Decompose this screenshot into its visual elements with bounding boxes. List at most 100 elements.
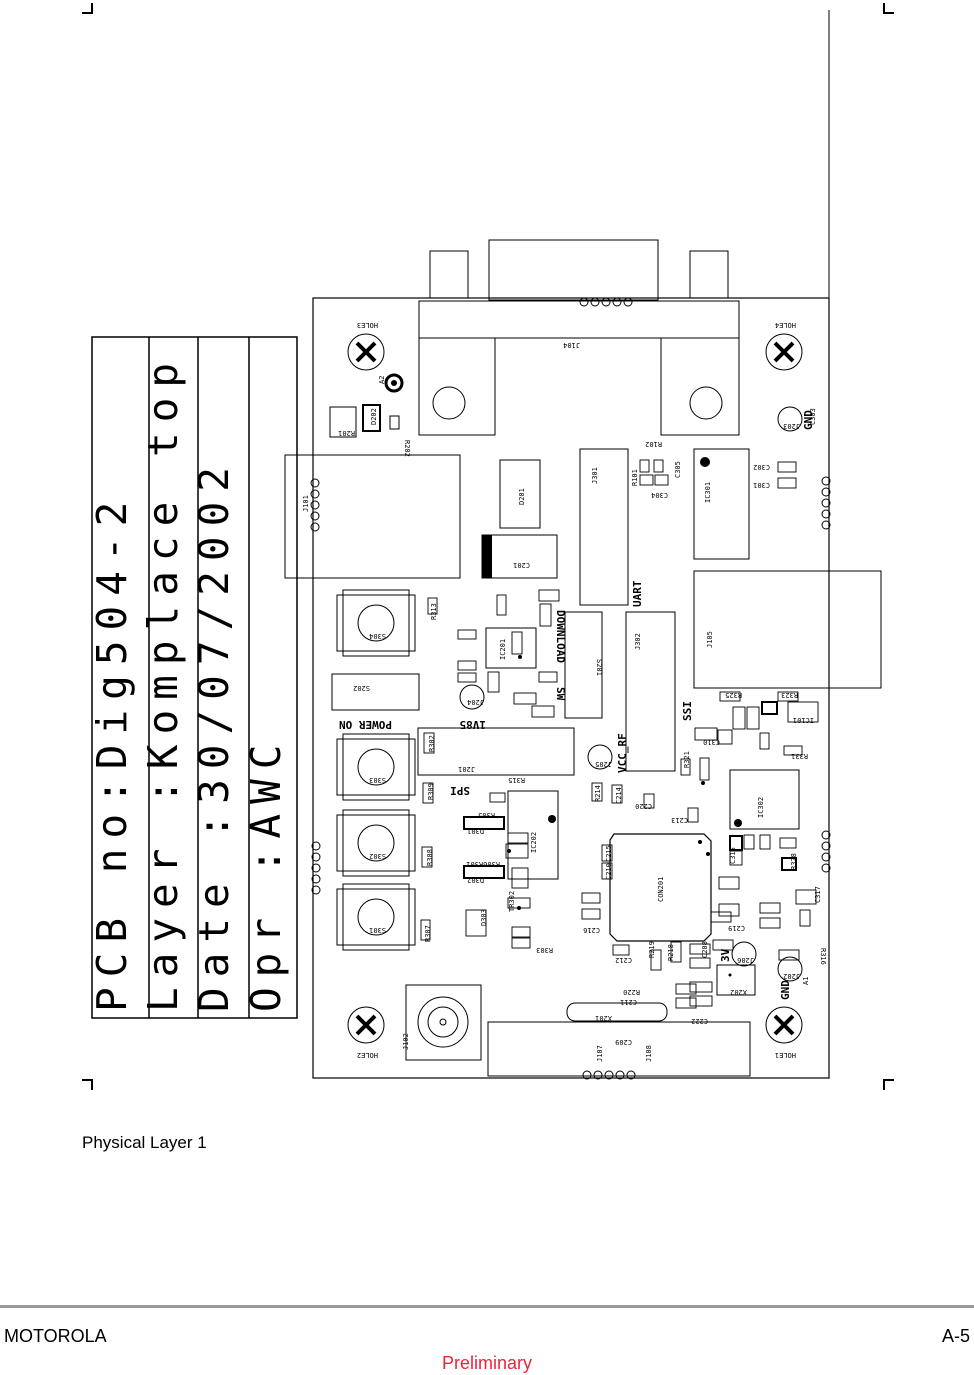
svg-text:R328: R328 — [790, 853, 798, 870]
svg-text:J205: J205 — [595, 760, 612, 768]
label-gnd-top: GND — [802, 410, 815, 430]
svg-text:S302: S302 — [369, 852, 386, 860]
svg-text:J108: J108 — [645, 1045, 653, 1062]
svg-text:S304: S304 — [369, 632, 386, 640]
svg-text:A2: A2 — [378, 376, 386, 384]
svg-text:R316: R316 — [819, 948, 827, 965]
svg-text:R303: R303 — [536, 946, 553, 954]
svg-text:HOLE4: HOLE4 — [775, 321, 796, 329]
svg-text:HOLE1: HOLE1 — [775, 1051, 796, 1059]
svg-text:R325: R325 — [725, 691, 742, 699]
svg-text:J301: J301 — [591, 467, 599, 484]
svg-text:IC301: IC301 — [704, 482, 712, 503]
label-vcc-rf: VCC_RF — [616, 733, 629, 773]
svg-text:HOLE3: HOLE3 — [357, 321, 378, 329]
svg-text:R313: R313 — [430, 603, 438, 620]
svg-text:D303: D303 — [480, 909, 488, 926]
svg-text:R214: R214 — [594, 785, 602, 802]
svg-text:S303: S303 — [369, 776, 386, 784]
label-3v: 3V — [719, 948, 732, 962]
svg-text:C215: C215 — [605, 845, 613, 862]
svg-text:J202: J202 — [783, 972, 800, 980]
label-spi: SPI — [450, 784, 470, 797]
pcb-layout-drawing: PCB no:Dig504-2 Layer :Komplace top Date… — [82, 3, 894, 1090]
label-download: DOWNLOAD — [554, 610, 567, 663]
switch-s304 — [336, 589, 416, 657]
connector-j105 — [693, 570, 882, 689]
svg-text:C214: C214 — [615, 787, 623, 804]
svg-text:R321: R321 — [683, 751, 691, 768]
svg-text:C211: C211 — [620, 998, 637, 1006]
connector-j201 — [417, 727, 575, 776]
connector-j302 — [625, 611, 676, 772]
svg-text:D202: D202 — [370, 408, 378, 425]
svg-text:R201: R201 — [338, 429, 355, 437]
connector-j301 — [579, 448, 629, 606]
info-line-opr: Opr :AWC — [242, 735, 290, 1012]
svg-text:C315: C315 — [729, 847, 737, 864]
svg-text:R102: R102 — [645, 440, 662, 448]
svg-text:R323: R323 — [781, 691, 798, 699]
svg-text:C302: C302 — [753, 463, 770, 471]
svg-text:R315: R315 — [508, 776, 525, 784]
svg-text:C220: C220 — [635, 802, 652, 810]
svg-text:C222: C222 — [691, 1017, 708, 1025]
svg-text:S301: S301 — [369, 926, 386, 934]
connector-j101 — [284, 454, 461, 579]
connector-j102 — [405, 984, 482, 1061]
ic-ic201 — [485, 627, 537, 669]
svg-text:R309: R309 — [427, 783, 435, 800]
svg-text:J105: J105 — [706, 631, 714, 648]
info-line-layer: Layer :Komplace top — [139, 353, 187, 1012]
svg-text:C212: C212 — [615, 956, 632, 964]
svg-text:R302: R302 — [428, 735, 436, 752]
svg-text:C216: C216 — [583, 926, 600, 934]
svg-text:J101: J101 — [302, 495, 310, 512]
svg-text:J104: J104 — [563, 341, 580, 349]
svg-text:C208: C208 — [701, 941, 709, 958]
svg-text:IC201: IC201 — [499, 639, 507, 660]
figure-caption: Physical Layer 1 — [82, 1133, 207, 1152]
switch-s301 — [336, 883, 416, 951]
svg-text:C219: C219 — [728, 924, 745, 932]
svg-text:X202: X202 — [730, 988, 747, 996]
svg-text:C304: C304 — [651, 491, 668, 499]
svg-text:D301: D301 — [467, 827, 484, 835]
footer-rule — [0, 1305, 974, 1308]
svg-text:C317: C317 — [814, 886, 822, 903]
svg-text:R305: R305 — [478, 811, 495, 819]
svg-text:J302: J302 — [634, 633, 642, 650]
svg-text:C301: C301 — [753, 481, 770, 489]
label-gnd-bottom: GND — [779, 980, 792, 1000]
switch-s303 — [336, 733, 416, 801]
svg-text:R219: R219 — [648, 941, 656, 958]
footer-company: MOTOROLA — [4, 1326, 107, 1346]
svg-text:A1: A1 — [802, 977, 810, 985]
svg-text:IC202: IC202 — [530, 832, 538, 853]
svg-text:J201: J201 — [458, 765, 475, 773]
svg-text:J204: J204 — [467, 698, 484, 706]
connector-j104 — [418, 239, 740, 436]
ic-ic302 — [729, 769, 800, 830]
svg-text:X201: X201 — [595, 1014, 612, 1022]
svg-text:R218: R218 — [667, 944, 675, 961]
svg-text:TR302: TR302 — [508, 891, 516, 912]
svg-text:R202: R202 — [403, 440, 411, 457]
svg-text:C213: C213 — [671, 816, 688, 824]
svg-text:J102: J102 — [402, 1033, 410, 1050]
label-1v85: 1V85 — [460, 718, 487, 731]
svg-text:R220: R220 — [623, 988, 640, 996]
svg-text:CON201: CON201 — [657, 877, 665, 902]
svg-text:HOLE2: HOLE2 — [357, 1051, 378, 1059]
svg-text:C305: C305 — [674, 461, 682, 478]
svg-text:C310: C310 — [703, 738, 720, 746]
svg-text:C210: C210 — [605, 863, 613, 880]
svg-text:C303: C303 — [809, 408, 817, 425]
svg-text:J203: J203 — [783, 422, 800, 430]
ic-con201 — [609, 833, 712, 942]
svg-text:D302: D302 — [467, 876, 484, 884]
label-ssi: SSI — [681, 701, 694, 721]
svg-text:S202: S202 — [353, 684, 370, 692]
svg-text:J206: J206 — [737, 956, 754, 964]
svg-text:R307: R307 — [424, 925, 432, 942]
